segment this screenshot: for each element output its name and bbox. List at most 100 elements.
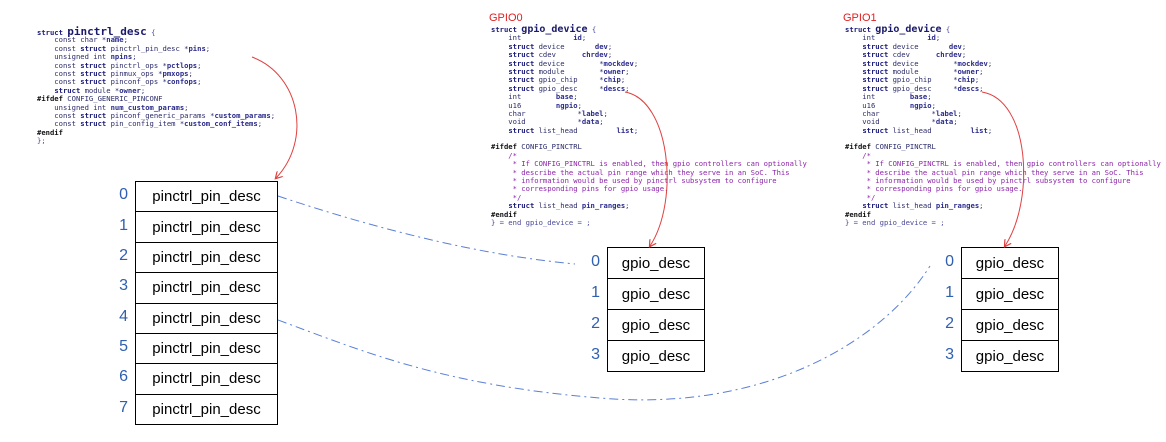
code-line: int base;: [491, 92, 578, 102]
code-line: struct cdev chrdev;: [508, 50, 613, 60]
gpio0-device-struct-code: struct gpio_device { int id; struct devi…: [491, 24, 807, 227]
array-cell: pinctrl_pin_desc: [136, 212, 277, 243]
array-index-label: 3: [591, 345, 600, 363]
code-line: struct gpio_chip *chip;: [862, 75, 980, 85]
array-cell: pinctrl_pin_desc: [136, 273, 277, 304]
code-line: struct device dev;: [862, 41, 967, 51]
code-line: * information would be used by pinctrl s…: [491, 176, 777, 186]
pin4-to-gpio1-link: [277, 265, 931, 401]
code-line: #ifdef CONFIG_PINCTRL: [491, 142, 582, 152]
code-line: /*: [491, 150, 517, 160]
code-line: #endif: [845, 209, 871, 219]
code-line: */: [845, 192, 876, 202]
code-line: const struct pinmux_ops *pmxops;: [37, 68, 193, 78]
array-index-label: 3: [945, 345, 954, 363]
array-index-label: 4: [119, 307, 128, 325]
gpio0-label: GPIO0: [489, 12, 523, 24]
array-cell: pinctrl_pin_desc: [136, 364, 277, 395]
code-line: */: [491, 192, 522, 202]
array-index-label: 5: [119, 338, 128, 356]
array-index-label: 7: [119, 398, 128, 416]
array-cell: pinctrl_pin_desc: [136, 304, 277, 334]
code-line: struct list_head list;: [862, 125, 993, 135]
gpio0-descs-pointer-arrow: [624, 91, 668, 246]
code-line: int base;: [845, 92, 932, 102]
pinctrl-desc-struct-code: struct pinctrl_desc { const char *name; …: [37, 25, 276, 146]
code-line: const struct pinctrl_ops *pctlops;: [37, 60, 202, 70]
code-line: struct gpio_desc *descs;: [508, 83, 630, 93]
code-line: char *label;: [845, 108, 962, 118]
array-index-label: 2: [591, 314, 600, 332]
array-cell: gpio_desc: [962, 248, 1058, 279]
array-cell: pinctrl_pin_desc: [136, 182, 277, 213]
code-line: struct list_head pin_ranges;: [862, 201, 984, 211]
array-cell: gpio_desc: [608, 248, 704, 279]
code-line: const struct pinconf_generic_params *cus…: [37, 110, 276, 120]
array-index-label: 1: [119, 216, 128, 234]
code-line: struct module *owner;: [54, 85, 146, 95]
array-cell: gpio_desc: [608, 341, 704, 372]
pins-pointer-arrow: [251, 56, 298, 178]
gpio1-device-struct-code: struct gpio_device { int id; struct devi…: [845, 24, 1161, 227]
array-cell: gpio_desc: [962, 341, 1058, 372]
array-cell: gpio_desc: [608, 279, 704, 310]
code-line: * If CONFIG_PINCTRL is enabled, then gpi…: [845, 159, 1161, 169]
code-line: struct gpio_device {: [491, 24, 597, 35]
code-line: struct device dev;: [508, 41, 613, 51]
code-line: int id;: [845, 33, 941, 43]
code-line: #ifdef CONFIG_PINCTRL: [845, 142, 936, 152]
array-cell: pinctrl_pin_desc: [136, 395, 277, 425]
code-line: * If CONFIG_PINCTRL is enabled, then gpi…: [491, 159, 807, 169]
code-line: int id;: [491, 33, 587, 43]
array-cell: gpio_desc: [608, 310, 704, 341]
code-line: unsigned int num_custom_params;: [37, 102, 189, 112]
code-line: struct module *owner;: [862, 66, 984, 76]
array-cell: pinctrl_pin_desc: [136, 243, 277, 274]
code-line: struct list_head list;: [508, 125, 639, 135]
array-cell: gpio_desc: [962, 310, 1058, 341]
array-index-label: 6: [119, 368, 128, 386]
code-line: struct gpio_desc *descs;: [862, 83, 984, 93]
code-line: #endif: [491, 209, 517, 219]
code-line: struct list_head pin_ranges;: [508, 201, 630, 211]
array-index-label: 1: [591, 283, 600, 301]
array-index-label: 2: [945, 314, 954, 332]
code-line: * describe the actual pin range which th…: [845, 167, 1144, 177]
code-line: * describe the actual pin range which th…: [491, 167, 790, 177]
pin0-to-gpio0-link: [277, 195, 576, 265]
code-line: struct gpio_chip *chip;: [508, 75, 626, 85]
code-line: };: [37, 136, 46, 146]
array-index-label: 0: [591, 252, 600, 270]
code-line: struct gpio_device {: [845, 24, 951, 35]
code-line: #endif: [37, 127, 63, 137]
array-index-label: 0: [119, 186, 128, 204]
code-line: const struct pinctrl_pin_desc *pins;: [37, 43, 211, 53]
code-line: const struct pin_config_item *custom_con…: [37, 119, 263, 129]
gpio1-descs-pointer-arrow: [981, 91, 1025, 246]
code-line: #ifdef CONFIG_GENERIC_PINCONF: [37, 94, 163, 104]
array-cell: pinctrl_pin_desc: [136, 334, 277, 365]
code-line: } = end gpio_device = ;: [845, 217, 945, 227]
code-line: struct device *mockdev;: [508, 58, 639, 68]
code-line: const char *name;: [37, 35, 128, 45]
array-cell: gpio_desc: [962, 279, 1058, 310]
code-line: unsigned int npins;: [37, 52, 137, 62]
code-line: * information would be used by pinctrl s…: [845, 176, 1131, 186]
code-line: struct device *mockdev;: [862, 58, 993, 68]
array-index-label: 1: [945, 283, 954, 301]
code-line: const struct pinconf_ops *confops;: [37, 77, 202, 87]
code-line: struct pinctrl_desc {: [37, 25, 156, 38]
code-line: void *data;: [845, 117, 958, 127]
array-index-label: 0: [945, 252, 954, 270]
code-line: u16 ngpio;: [845, 100, 936, 110]
code-line: struct module *owner;: [508, 66, 630, 76]
code-line: u16 ngpio;: [491, 100, 582, 110]
code-line: /*: [845, 150, 871, 160]
code-line: char *label;: [491, 108, 608, 118]
code-line: } = end gpio_device = ;: [491, 217, 591, 227]
array-index-label: 2: [119, 246, 128, 264]
